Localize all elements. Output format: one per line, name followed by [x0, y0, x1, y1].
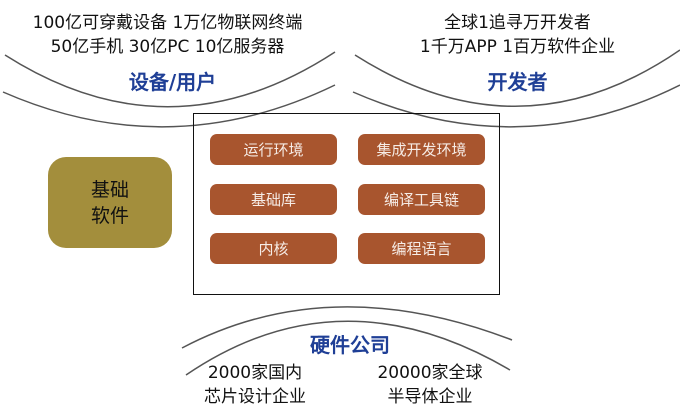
modules-container: 运行环境 集成开发环境 基础库 编译工具链 内核 编程语言 — [193, 113, 500, 295]
arc — [354, 49, 680, 107]
devices-line1: 100亿可穿戴设备 1万亿物联网终端 — [32, 13, 303, 33]
arc — [185, 320, 511, 376]
module-language: 编程语言 — [358, 233, 485, 264]
arc — [352, 84, 680, 128]
base-line1: 基础 — [90, 178, 129, 201]
developers-line1: 全球1追寻万开发者 — [444, 13, 591, 33]
developers-line2: 1千万APP 1百万软件企业 — [419, 37, 616, 57]
hardware-right1: 20000家全球 — [377, 363, 483, 383]
hardware-left1: 2000家国内 — [207, 363, 303, 383]
developers-title: 开发者 — [487, 70, 548, 94]
module-runtime: 运行环境 — [210, 134, 337, 165]
module-toolchain: 编译工具链 — [358, 184, 485, 215]
devices-title: 设备/用户 — [128, 70, 217, 94]
arc — [4, 51, 336, 108]
hardware-left2: 芯片设计企业 — [204, 387, 306, 407]
hardware-title: 硬件公司 — [310, 333, 390, 357]
base-line2: 软件 — [90, 204, 129, 227]
module-base-library: 基础库 — [210, 184, 337, 215]
hardware-right2: 半导体企业 — [387, 387, 473, 407]
devices-line2: 50亿手机 30亿PC 10亿服务器 — [50, 37, 285, 57]
arc — [181, 306, 513, 349]
module-ide: 集成开发环境 — [358, 134, 485, 165]
arc — [2, 84, 336, 128]
module-kernel: 内核 — [210, 233, 337, 264]
base-software-box: 基础 软件 — [48, 157, 172, 248]
